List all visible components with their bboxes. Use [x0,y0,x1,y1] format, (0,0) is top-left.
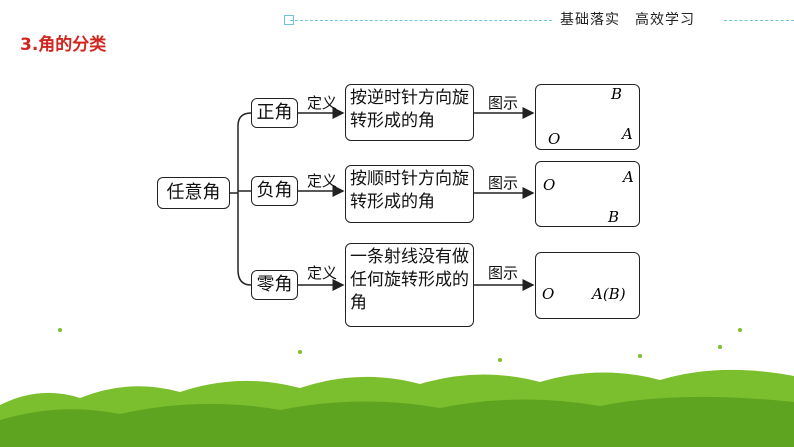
point-A: A [622,125,633,143]
figure-label: 图示 [488,94,519,112]
figure-zero-angle [535,252,640,319]
point-O: O [542,285,555,303]
kind-positive-angle: 正角 [251,98,298,128]
header-title: 基础落实 高效学习 [560,12,695,28]
definition-negative-angle: 按顺时针方向旋转形成的角 [345,165,474,223]
point-O: O [548,130,561,148]
definition-label: 定义 [307,264,338,282]
point-A-B: A(B) [592,285,626,303]
root-node: 任意角 [157,177,230,209]
definition-label: 定义 [307,172,338,190]
definition-positive-angle: 按逆时针方向旋转形成的角 [345,84,474,141]
point-B: B [608,208,620,226]
header-divider [290,20,552,21]
figure-negative-angle [535,161,640,227]
point-A: A [623,168,634,186]
header-divider-right [724,20,794,21]
figure-label: 图示 [488,174,519,192]
definition-label: 定义 [307,94,338,112]
section-title: 3.角的分类 [20,35,107,55]
point-B: B [611,85,623,103]
figure-positive-angle [535,84,640,150]
point-O: O [543,176,556,194]
kind-zero-angle: 零角 [251,270,298,300]
definition-zero-angle: 一条射线没有做任何旋转形成的角 [345,243,474,327]
kind-negative-angle: 负角 [251,176,298,206]
figure-label: 图示 [488,264,519,282]
